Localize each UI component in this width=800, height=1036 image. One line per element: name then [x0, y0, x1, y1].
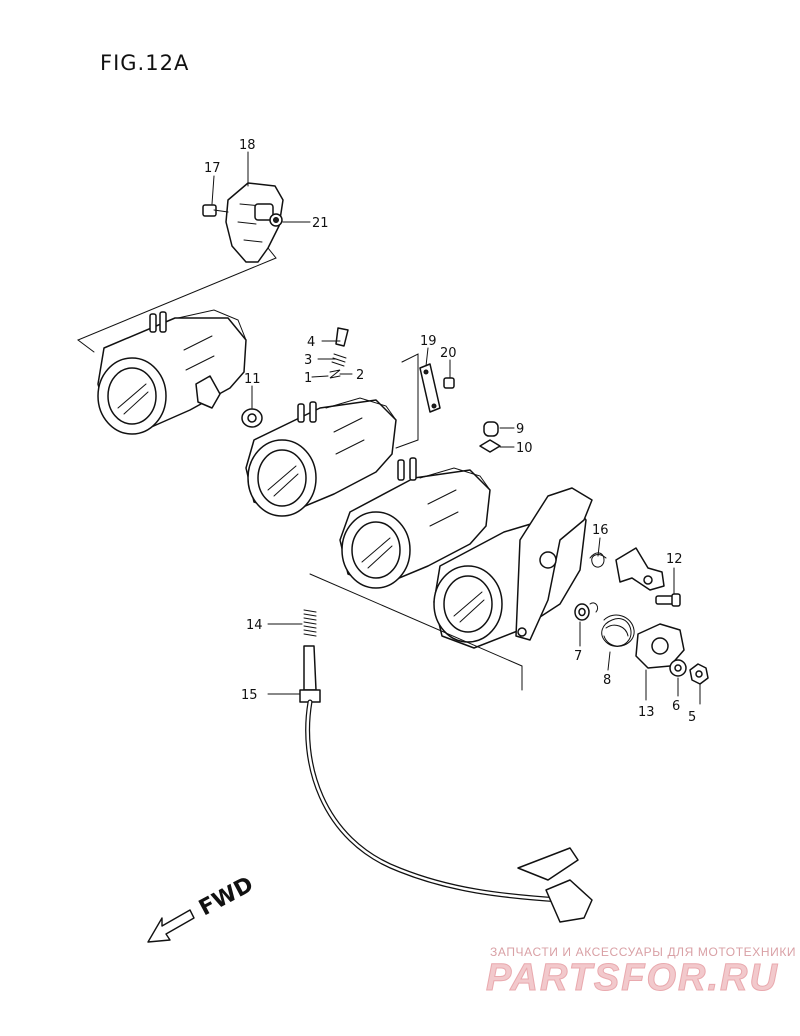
- callout-9: 9: [516, 422, 524, 437]
- throttle-body-1: [97, 309, 247, 435]
- callout-20: 20: [440, 346, 457, 361]
- callout-5: 5: [688, 710, 696, 725]
- fwd-arrow: FWD: [147, 872, 258, 943]
- callout-1: 1: [304, 371, 312, 386]
- guide-line-cable: [309, 573, 523, 691]
- callout-11: 11: [244, 372, 261, 387]
- washer-6: [669, 659, 687, 677]
- washer-11: [241, 408, 263, 428]
- watermark-brand: PARTSFOR.RU: [486, 957, 779, 999]
- callout-8: 8: [603, 673, 611, 688]
- throttle-body-2: [245, 397, 397, 517]
- callout-15: 15: [241, 688, 258, 703]
- callout-6: 6: [672, 699, 680, 714]
- callout-2: 2: [356, 368, 364, 383]
- screw-12: [655, 593, 681, 607]
- callout-7: 7: [574, 649, 582, 664]
- spring-14: [303, 609, 317, 637]
- washer-7: [574, 602, 599, 621]
- callout-labels: 1 2 3 4 5 6 7 8 9 10 11 12 13 14 15 16 1…: [204, 138, 696, 725]
- callout-14: 14: [246, 618, 263, 633]
- callout-leaders: [211, 151, 701, 705]
- spring-8: [601, 614, 635, 647]
- throttle-body-4: [433, 487, 593, 649]
- watermark-subtitle: ЗАПЧАСТИ И АКСЕССУАРЫ ДЛЯ МОТОТЕХНИКИ: [490, 945, 796, 959]
- callout-4: 4: [307, 335, 315, 350]
- drum-13: [635, 623, 685, 669]
- spring-16: [589, 552, 607, 568]
- adjuster-screw-parts: [329, 327, 349, 379]
- throttle-body-3: [339, 457, 491, 589]
- throttle-position-sensor: [202, 182, 284, 263]
- watermark: ЗАПЧАСТИ И АКСЕССУАРЫ ДЛЯ МОТОТЕХНИКИ PA…: [486, 945, 796, 1000]
- callout-10: 10: [516, 441, 533, 456]
- callout-18: 18: [239, 138, 256, 153]
- guide-line-link: [395, 353, 419, 449]
- guide-line-sensor: [76, 247, 277, 353]
- callout-17: 17: [204, 161, 221, 176]
- callout-13: 13: [638, 705, 655, 720]
- figure-title: FIG.12A: [100, 51, 189, 75]
- fwd-label: FWD: [195, 872, 258, 921]
- cable-15: [299, 645, 593, 923]
- callout-21: 21: [312, 216, 329, 231]
- callout-19: 19: [420, 334, 437, 349]
- cap-and-clip: [479, 421, 501, 453]
- callout-3: 3: [304, 353, 312, 368]
- nut-5: [689, 663, 709, 685]
- callout-12: 12: [666, 552, 683, 567]
- link-plate: [419, 363, 455, 413]
- lever-bracket: [615, 547, 665, 591]
- callout-16: 16: [592, 523, 609, 538]
